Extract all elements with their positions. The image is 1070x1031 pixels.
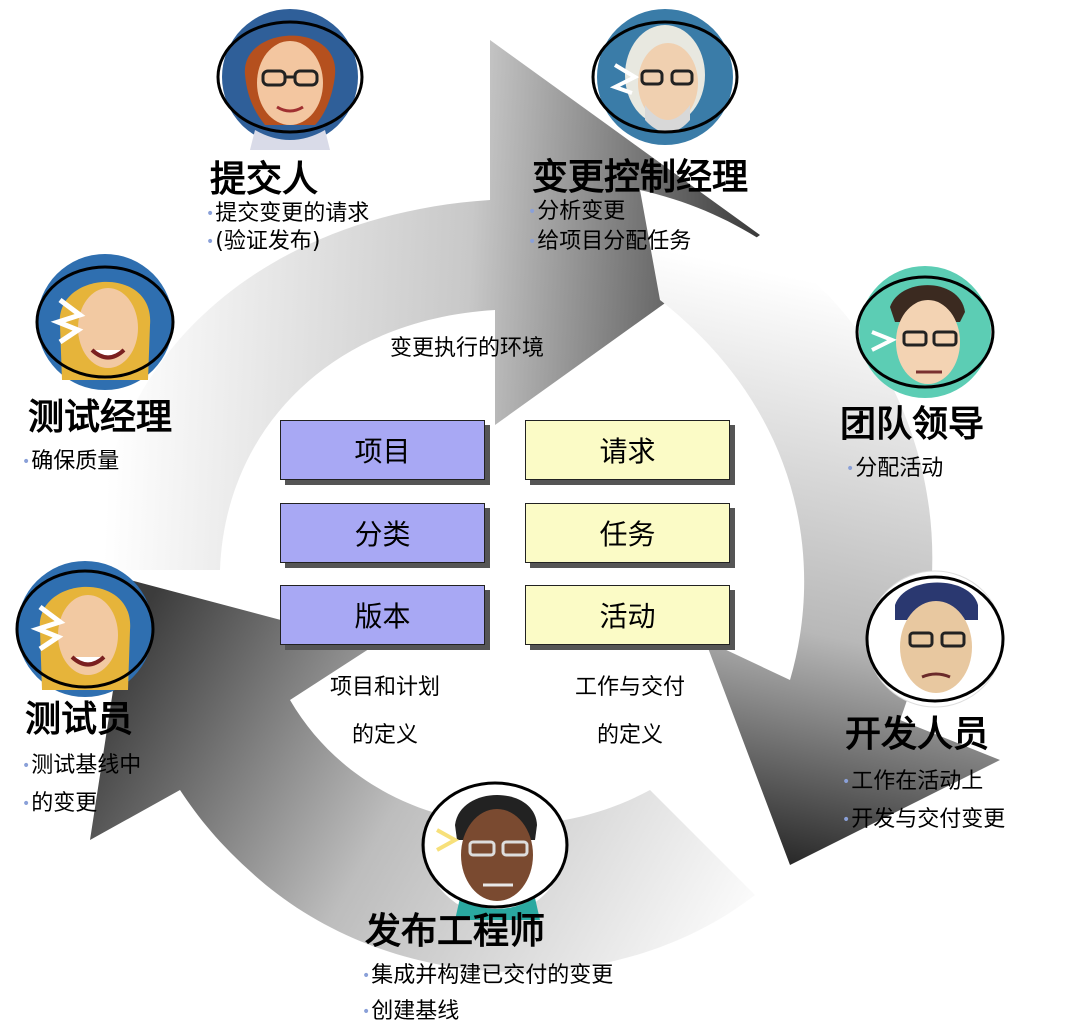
release-engineer-avatar xyxy=(421,775,569,920)
role-title-test-manager: 测试经理 xyxy=(28,397,173,438)
caption-right: 工作与交付 的定义 xyxy=(540,664,720,760)
bullet-team-lead-1: •分配活动 xyxy=(846,456,944,481)
team-lead-avatar xyxy=(855,266,995,398)
developer-avatar xyxy=(865,570,1005,708)
bullet-ccm-1: •分析变更 xyxy=(528,199,626,224)
tester-avatar xyxy=(15,561,155,697)
bullet-tester-2: •的变更 xyxy=(22,791,98,816)
box-activity: 活动 xyxy=(525,585,730,645)
bullet-release-engineer-2: •创建基线 xyxy=(362,999,460,1024)
bullet-submitter-1: •提交变更的请求 xyxy=(206,201,370,226)
role-title-tester: 测试员 xyxy=(25,699,134,740)
role-title-team-lead: 团队领导 xyxy=(840,404,985,445)
arrow-top xyxy=(95,40,760,570)
role-title-developer: 开发人员 xyxy=(845,714,990,755)
bullet-developer-2: •开发与交付变更 xyxy=(842,807,1006,832)
caption-right-line-1: 工作与交付 xyxy=(574,675,685,700)
bullet-test-manager-1: •确保质量 xyxy=(22,449,120,474)
box-category: 分类 xyxy=(280,503,485,563)
caption-right-line-2: 的定义 xyxy=(596,723,663,748)
role-title-submitter: 提交人 xyxy=(210,159,319,200)
submitter-avatar xyxy=(216,9,364,150)
arrow-right xyxy=(640,190,1000,865)
bullet-release-engineer-1: •集成并构建已交付的变更 xyxy=(362,963,614,988)
caption-left: 项目和计划 的定义 xyxy=(295,664,475,760)
environment-label: 变更执行的环境 xyxy=(390,336,545,361)
role-title-release-engineer: 发布工程师 xyxy=(365,911,546,952)
bullet-ccm-2: •给项目分配任务 xyxy=(528,229,692,254)
bullet-developer-1: •工作在活动上 xyxy=(842,769,984,794)
change-control-manager-avatar xyxy=(591,9,739,145)
test-manager-avatar xyxy=(35,254,175,390)
arrow-left xyxy=(90,580,755,972)
bullet-tester-1: •测试基线中 xyxy=(22,753,142,778)
caption-left-line-2: 的定义 xyxy=(351,723,418,748)
box-request: 请求 xyxy=(525,420,730,480)
box-version: 版本 xyxy=(280,585,485,645)
caption-left-line-1: 项目和计划 xyxy=(329,675,440,700)
box-task: 任务 xyxy=(525,503,730,563)
role-title-change-control-manager: 变更控制经理 xyxy=(532,157,749,198)
box-project: 项目 xyxy=(280,420,485,480)
bullet-submitter-2: •(验证发布) xyxy=(206,229,321,254)
